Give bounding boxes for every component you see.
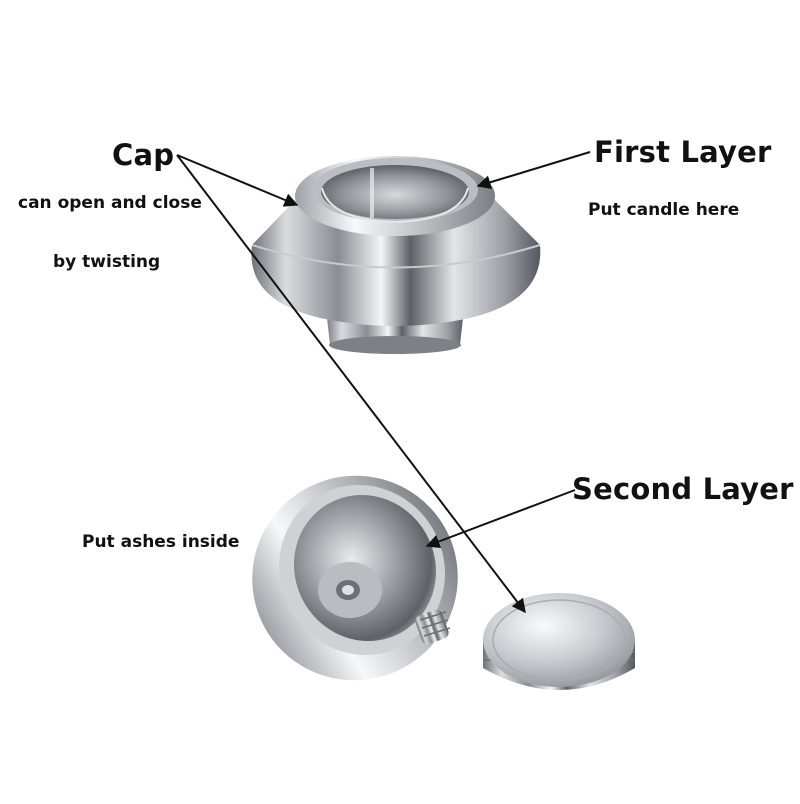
cap-title: Cap [112, 138, 175, 172]
first-layer-title: First Layer [594, 135, 772, 169]
arrows [176, 151, 591, 614]
cap-part [483, 593, 635, 690]
arrow-cap-to-first-layer [176, 154, 299, 207]
second-layer-part [252, 475, 458, 681]
first-layer-description: Put candle here [588, 200, 740, 220]
arrow-first-layer [476, 151, 591, 190]
cap-description-line2: by twisting [53, 252, 161, 272]
arrow-cap-to-lid [176, 154, 526, 614]
first-layer-part [251, 156, 541, 354]
second-layer-title: Second Layer [572, 472, 794, 506]
cap-description-line1: can open and close [18, 193, 202, 213]
arrow-second-layer [425, 489, 576, 549]
second-layer-description: Put ashes inside [82, 532, 240, 552]
